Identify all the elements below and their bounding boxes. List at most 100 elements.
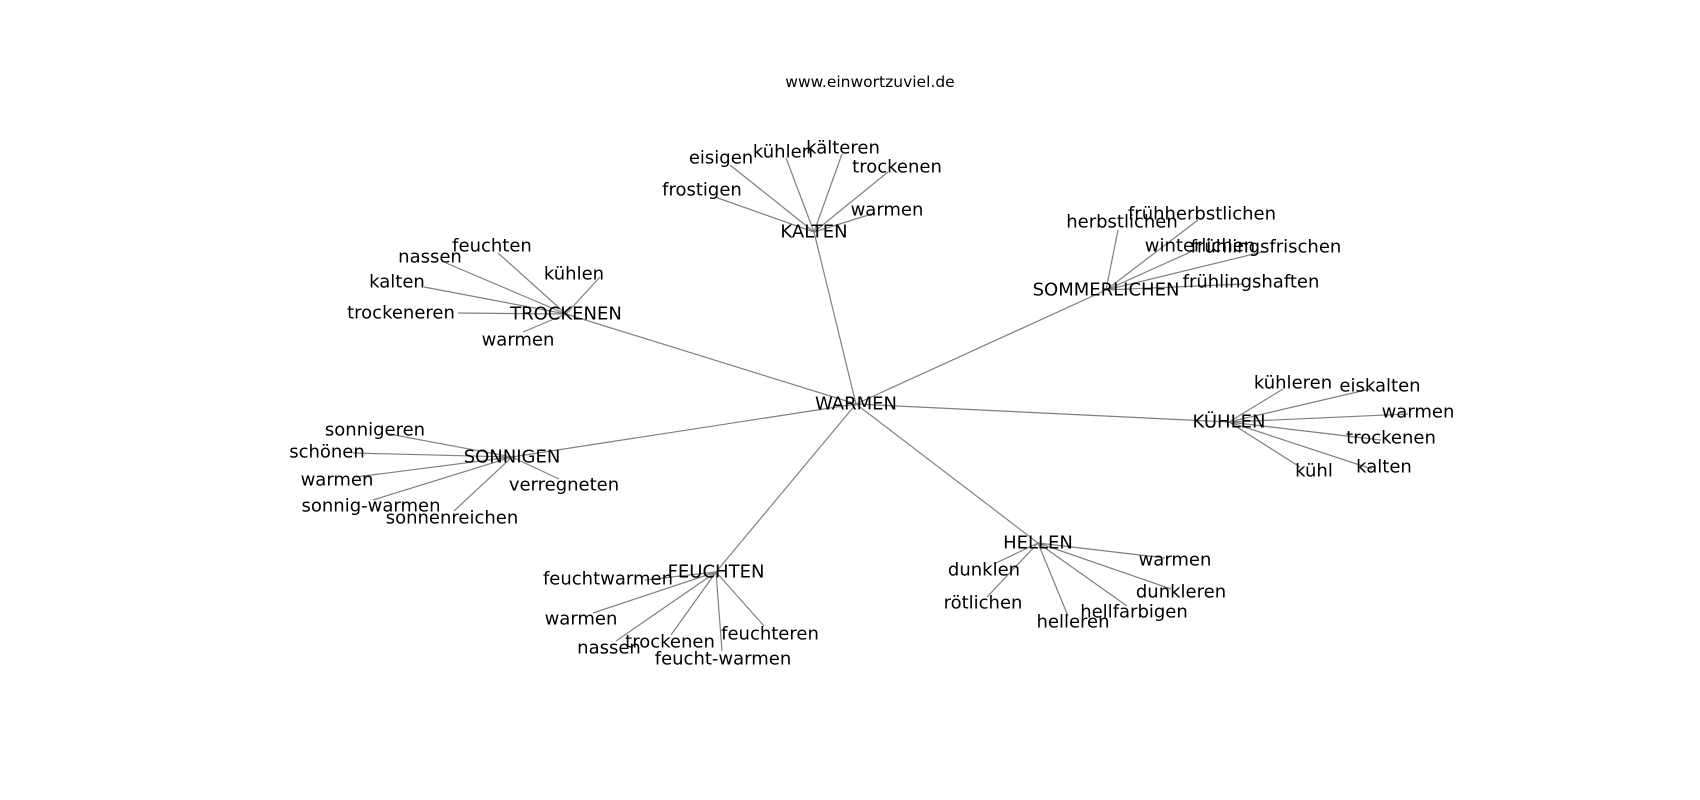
edge-hellen-1 — [986, 542, 1039, 598]
edge-trockenen-0 — [497, 252, 567, 315]
leaf-node-label: kühlen — [753, 142, 813, 163]
leaf-node-label: warmen — [1382, 402, 1455, 423]
leaf-node-label: sonnig-warmen — [302, 496, 441, 517]
edge-kalten-0 — [714, 196, 815, 233]
edge-hellen-5 — [1037, 542, 1166, 559]
edge-root-kalten — [813, 231, 857, 405]
edge-trockenen-2 — [423, 286, 567, 315]
leaf-node-label: frühlingsfrischen — [1191, 237, 1342, 258]
hub-node-label: KALTEN — [780, 222, 847, 243]
leaf-node-label: feuchten — [452, 236, 532, 257]
leaf-node-label: warmen — [851, 200, 924, 221]
edge-kalten-2 — [785, 157, 815, 233]
leaf-node-label: trockenen — [852, 157, 942, 178]
edge-kühlen-3 — [1228, 421, 1382, 441]
leaf-node-label: trockenen — [1346, 428, 1436, 449]
leaf-node-label: herbstlichen — [1066, 212, 1178, 233]
hub-node-label: SONNIGEN — [464, 447, 561, 468]
leaf-node-label: dunklen — [948, 560, 1020, 581]
edge-sonnigen-2 — [355, 456, 513, 478]
leaf-node-label: sonnigeren — [325, 420, 425, 441]
edge-root-hellen — [855, 403, 1039, 544]
edge-kühlen-2 — [1228, 413, 1409, 423]
edge-kühlen-4 — [1228, 421, 1373, 470]
leaf-node-label: nassen — [577, 638, 641, 659]
edge-sonnigen-4 — [453, 456, 513, 512]
leaf-node-label: dunkleren — [1136, 582, 1226, 603]
leaf-node-label: feuchtwarmen — [543, 569, 673, 590]
edge-sommerlichen-2 — [1105, 249, 1196, 291]
hub-node-label: TROCKENEN — [509, 304, 622, 325]
edge-hellen-4 — [1037, 542, 1172, 590]
edge-sonnigen-3 — [372, 456, 513, 501]
leaf-node-label: eiskalten — [1339, 376, 1420, 397]
site-title: www.einwortzuviel.de — [785, 73, 954, 91]
leaf-node-label: verregneten — [509, 475, 619, 496]
edge-sommerlichen-4 — [1105, 283, 1244, 291]
leaf-node-label: helleren — [1036, 612, 1109, 633]
edge-feuchten-0 — [644, 571, 717, 581]
leaf-node-label: kühleren — [1254, 373, 1332, 394]
leaf-node-label: sonnenreichen — [386, 508, 519, 529]
edge-hellen-3 — [1037, 542, 1128, 607]
edge-feuchten-2 — [615, 571, 717, 642]
edge-kalten-5 — [813, 212, 876, 233]
leaf-node-label: hellfarbigen — [1080, 602, 1188, 623]
hub-node-label: HELLEN — [1003, 533, 1073, 554]
leaf-node-label: kalten — [1356, 457, 1412, 478]
hub-node-label: FEUCHTEN — [668, 562, 765, 583]
edge-kühlen-1 — [1228, 388, 1371, 423]
leaf-node-label: frühherbstlichen — [1128, 204, 1276, 225]
leaf-node-label: trockenen — [625, 632, 715, 653]
edge-hellen-2 — [1037, 542, 1069, 617]
edge-root-trockenen — [565, 313, 857, 405]
edge-root-kühlen — [855, 403, 1230, 423]
edge-sonnigen-5 — [511, 456, 560, 480]
leaf-node-label: nassen — [398, 247, 462, 268]
edge-sommerlichen-1 — [1105, 219, 1199, 291]
leaf-node-label: winterlichen — [1145, 236, 1255, 257]
edge-trockenen-3 — [457, 312, 567, 315]
leaf-node-label: warmen — [482, 330, 555, 351]
graph-edges — [352, 153, 1409, 652]
edge-feuchten-5 — [715, 571, 765, 627]
edge-kühlen-5 — [1228, 421, 1301, 468]
leaf-node-label: kalten — [369, 272, 425, 293]
edge-kühlen-0 — [1228, 388, 1284, 423]
edge-kalten-4 — [813, 171, 889, 233]
edge-sommerlichen-3 — [1105, 251, 1263, 291]
edge-sonnigen-0 — [388, 433, 513, 458]
leaf-node-label: frostigen — [662, 180, 742, 201]
edge-feuchten-1 — [592, 571, 717, 614]
leaf-node-label: schönen — [289, 442, 365, 463]
edge-trockenen-4 — [522, 313, 567, 333]
root-node-label: WARMEN — [815, 394, 897, 415]
edge-kalten-3 — [813, 153, 843, 233]
edge-root-sommerlichen — [855, 289, 1107, 405]
edge-feuchten-3 — [670, 571, 717, 636]
hub-node-label: SOMMERLICHEN — [1033, 280, 1180, 301]
leaf-node-label: eisigen — [689, 148, 753, 169]
edge-root-feuchten — [715, 403, 857, 573]
leaf-node-label: warmen — [545, 609, 618, 630]
leaf-node-label: feuchteren — [721, 624, 819, 645]
edge-sommerlichen-0 — [1105, 229, 1119, 291]
edge-trockenen-1 — [445, 262, 567, 315]
edge-trockenen-5 — [565, 276, 601, 315]
edge-root-sonnigen — [511, 403, 857, 458]
edge-sonnigen-1 — [352, 452, 513, 458]
edge-feuchten-4 — [715, 571, 723, 652]
leaf-node-label: warmen — [301, 470, 374, 491]
edge-kalten-1 — [729, 164, 815, 233]
edge-hellen-0 — [993, 542, 1039, 565]
leaf-node-label: warmen — [1139, 550, 1212, 571]
hub-node-label: KÜHLEN — [1193, 411, 1266, 433]
leaf-node-label: rötlichen — [944, 593, 1023, 614]
leaf-node-label: feucht-warmen — [655, 649, 792, 670]
leaf-node-label: kühl — [1295, 461, 1333, 482]
leaf-node-label: kühlen — [544, 264, 604, 285]
leaf-node-label: kälteren — [806, 138, 880, 159]
leaf-node-label: trockeneren — [347, 303, 455, 324]
